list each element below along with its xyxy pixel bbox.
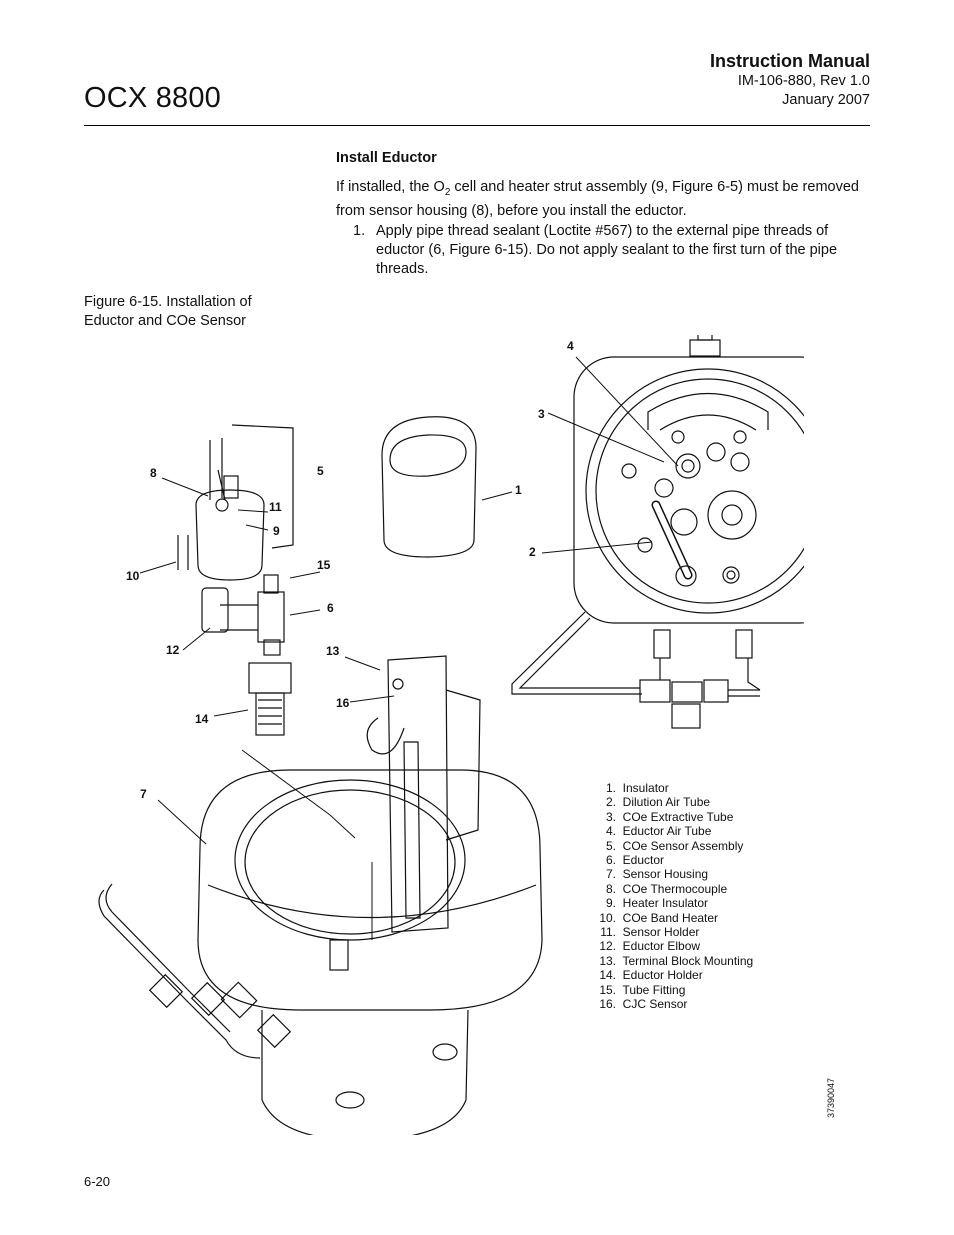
callout-4: 4 — [567, 339, 574, 353]
header-divider — [84, 125, 870, 126]
manual-title: Instruction Manual — [709, 51, 870, 71]
manual-info: Instruction Manual IM-106-880, Rev 1.0 J… — [710, 52, 870, 110]
legend-item: 15. Tube Fitting — [599, 982, 686, 997]
legend-item: 16. CJC Sensor — [599, 997, 688, 1012]
legend-item: 5. COe Sensor Assembly — [605, 838, 744, 853]
eductor-installation-drawing: 1 2 3 4 5 6 7 8 9 10 11 12 13 14 15 16 — [98, 335, 804, 1135]
callout-16: 16 — [336, 696, 350, 710]
callout-numbers: 1 2 3 4 5 6 7 8 9 10 11 12 13 14 15 16 — [126, 339, 574, 801]
legend-item: 10. COe Band Heater — [599, 910, 719, 925]
document-title: OCX 8800 — [84, 82, 222, 114]
callout-11: 11 — [269, 500, 282, 514]
legend-item: 9. Heater Insulator — [605, 896, 709, 911]
step-1: 1. Apply pipe thread sealant (Loctite #5… — [353, 222, 868, 279]
housing-top-view — [511, 335, 804, 729]
callout-14: 14 — [195, 712, 209, 726]
legend-item: 14. Eductor Holder — [599, 968, 703, 983]
callout-8: 8 — [150, 466, 157, 480]
legend-item: 1. Insulator — [605, 781, 669, 795]
callout-7: 7 — [140, 787, 147, 801]
section-heading: Install Eductor — [336, 150, 437, 166]
legend-item: 11. Sensor Holder — [600, 925, 700, 940]
document-date: January 2007 — [782, 92, 870, 108]
callout-6: 6 — [327, 601, 334, 615]
figure-caption: Figure 6-15. Installation of Eductor and… — [84, 294, 252, 329]
document-id: IM-106-880, Rev 1.0 — [737, 73, 870, 89]
callout-leaders — [139, 356, 679, 940]
legend-item: 13. Terminal Block Mounting — [599, 953, 754, 968]
intro-text-end: cell and heater strut assembly (9, Figur… — [336, 179, 859, 219]
callout-3: 3 — [538, 407, 545, 421]
callout-15: 15 — [317, 558, 331, 572]
intro-subscript: 2 — [444, 186, 451, 198]
callout-10: 10 — [126, 569, 140, 583]
callout-13: 13 — [326, 644, 340, 658]
legend-item: 4. Eductor Air Tube — [605, 824, 712, 839]
callout-5: 5 — [317, 464, 324, 478]
step-number: 1. — [353, 223, 366, 239]
legend-item: 3. COe Extractive Tube — [605, 809, 734, 824]
legend-item: 7. Sensor Housing — [605, 867, 709, 882]
eductor-parts — [201, 574, 285, 656]
legend-item: 12. Eductor Elbow — [599, 939, 701, 954]
eductor-holder — [248, 662, 292, 736]
page-number: 6-20 — [84, 1174, 111, 1189]
drawing-number: 37390047 — [826, 1077, 836, 1118]
callout-2: 2 — [529, 545, 536, 559]
callout-1: 1 — [515, 483, 522, 497]
intro-text-start: If installed, the O — [336, 179, 445, 195]
intro-paragraph: If installed, the O2 cell and heater str… — [336, 178, 866, 221]
terminal-block-assembly — [366, 655, 481, 933]
insulator-part — [381, 416, 477, 558]
coe-sensor-assembly — [177, 424, 294, 581]
parts-legend: 1. Insulator 2. Dilution Air Tube 3. COe… — [598, 781, 753, 1012]
step-text: Apply pipe thread sealant (Loctite #567)… — [376, 223, 838, 277]
callout-9: 9 — [273, 524, 280, 538]
callout-12: 12 — [166, 643, 180, 657]
legend-item: 8. COe Thermocouple — [605, 881, 728, 896]
legend-item: 6. Eductor — [605, 853, 665, 868]
sensor-housing-part — [98, 769, 543, 1135]
legend-item: 2. Dilution Air Tube — [605, 795, 711, 810]
